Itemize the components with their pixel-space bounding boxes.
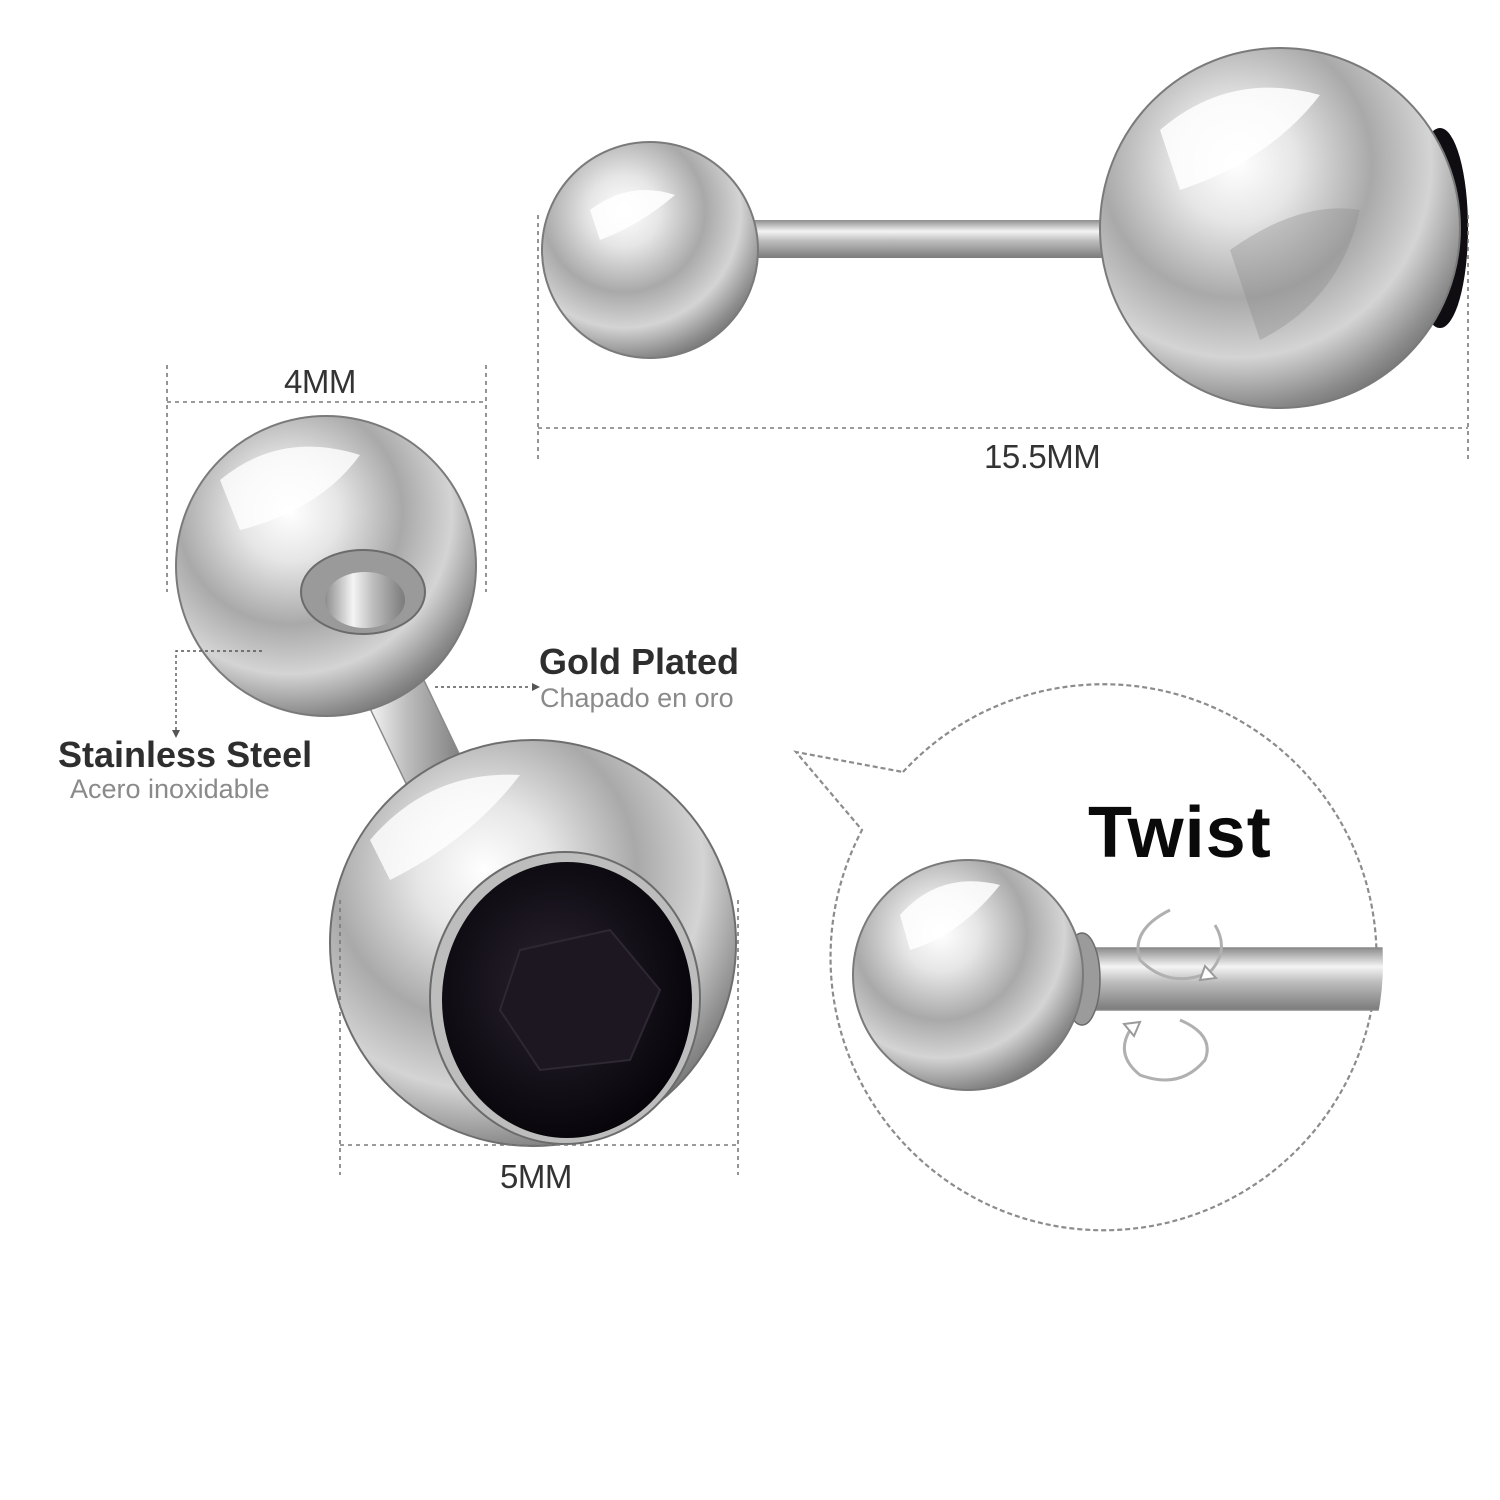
dimension-total-length (537, 215, 1469, 462)
material-label-post: Gold Plated (539, 641, 740, 682)
left-large-ball-highlight (370, 774, 520, 880)
dimension-label-bottom-ball: 5MM (500, 1158, 572, 1195)
twist-title: Twist (1088, 793, 1272, 873)
top-large-ball-highlight (1160, 87, 1320, 190)
top-small-ball-highlight (590, 190, 675, 240)
leader-stainless-steel-arrow (172, 730, 180, 738)
leader-gold-plated-arrow (532, 683, 540, 691)
dimension-top-ball (166, 365, 487, 592)
top-small-ball (541, 141, 759, 359)
top-bar (738, 220, 1148, 258)
dimension-label-top-ball: 4MM (284, 363, 356, 400)
leader-stainless-steel (175, 650, 262, 730)
left-barbell (175, 415, 737, 1147)
material-label-ball: Stainless Steel (58, 734, 313, 775)
top-large-ball-shadow (1230, 208, 1360, 340)
dimension-label-total-length: 15.5MM (984, 438, 1101, 475)
callout-ball-highlight (900, 881, 1000, 950)
left-gem-facet (498, 928, 662, 1072)
left-small-ball-highlight (220, 446, 360, 530)
material-sublabel-ball: Acero inoxidable (70, 774, 270, 804)
left-bar-collar-inner (325, 572, 405, 628)
dimension-bottom-ball (339, 900, 739, 1175)
material-sublabel-post: Chapado en oro (540, 683, 734, 713)
callout-bar (1074, 947, 1383, 1011)
twist-callout (793, 683, 1383, 1232)
top-barbell (541, 47, 1468, 409)
rotate-arrows-icon (1122, 908, 1223, 1082)
